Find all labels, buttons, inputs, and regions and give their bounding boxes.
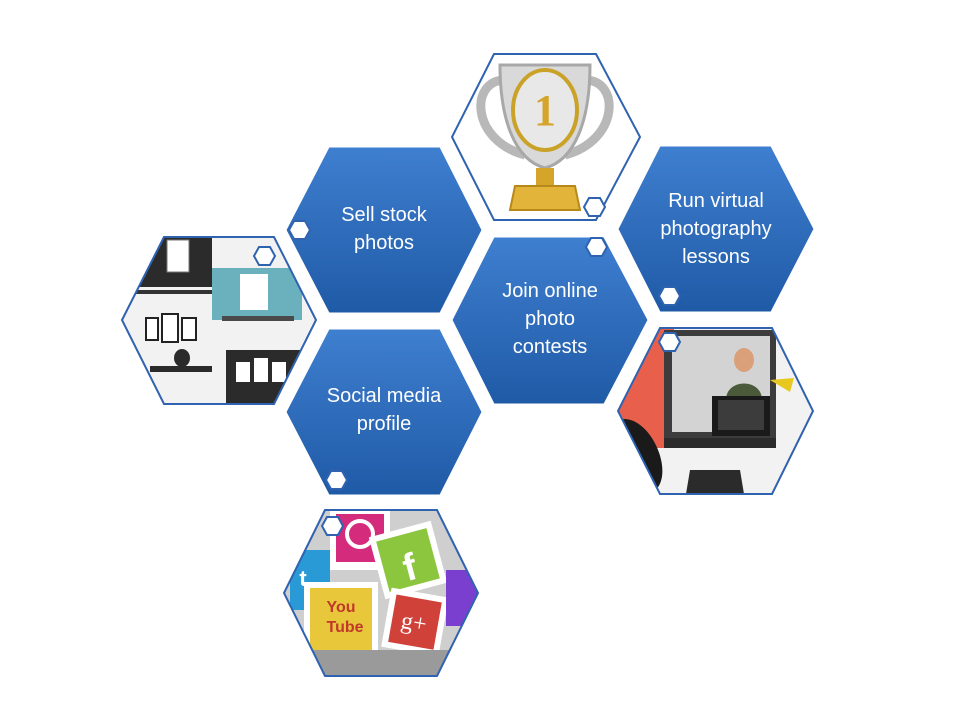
small-hex-run (657, 286, 682, 306)
hex-social-media-profile (285, 328, 483, 496)
small-hex-sell (287, 220, 312, 240)
small-hex-join (584, 237, 609, 257)
trophy-handles (476, 75, 614, 160)
small-hex-webcam (657, 332, 682, 352)
hex-run-virtual-lessons (617, 145, 815, 313)
social-logo-you: You (326, 599, 355, 616)
social-logo-tube: Tube (326, 619, 363, 636)
small-hex-decorations (252, 197, 682, 536)
small-hex-social (324, 470, 349, 490)
hex-join-photo-contests (451, 236, 649, 405)
small-hex-frames (252, 246, 277, 266)
small-hex-trophy (582, 197, 607, 217)
trophy-number: 1 (534, 86, 556, 135)
social-logo-t: t (299, 566, 307, 591)
small-hex-social-img (320, 516, 345, 536)
hex-sell-stock-photos (285, 146, 483, 314)
social-logo-gplus: g+ (399, 608, 429, 638)
trophy-image (452, 54, 640, 220)
